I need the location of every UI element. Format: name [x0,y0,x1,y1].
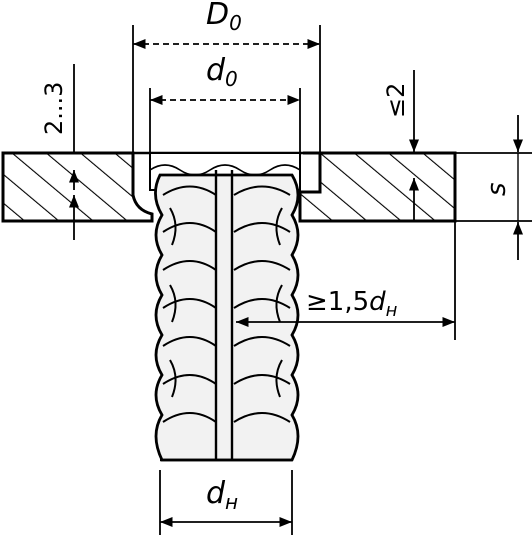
dimension-d0: d0 [150,53,300,106]
dimension-2-3: 2...3 [40,64,80,240]
rebar-outline [154,173,300,462]
label-2-3: 2...3 [40,82,68,135]
dimension-le2: ≤2 [382,70,420,222]
plate-left [1,151,154,223]
dimension-ge-1-5-dn: ≥1,5dн [236,287,455,328]
label-d0: d0 [206,53,238,91]
dimension-dn: dн [160,476,292,528]
steel-plate [1,151,457,223]
label-D0: D0 [206,0,242,35]
label-le2: ≤2 [382,83,410,118]
label-s: s [482,182,512,196]
dimension-s: s [482,115,524,260]
rebar [154,170,300,462]
plate-right [298,151,457,223]
label-dn: dн [206,476,238,514]
dimension-D0: D0 [133,0,320,50]
label-ge-1-5-dn: ≥1,5dн [306,287,398,321]
